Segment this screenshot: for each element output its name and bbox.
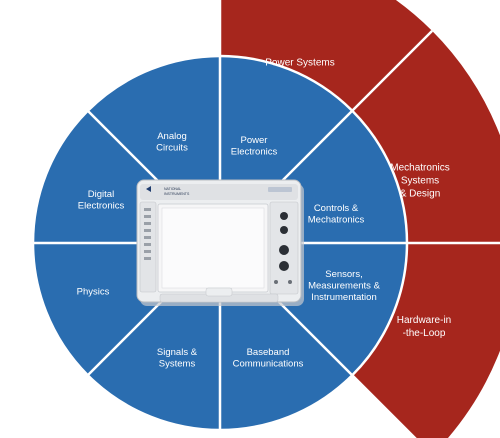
label-sensors-line: Measurements & (308, 281, 380, 292)
outer-segment-mechatronics-systems (350, 30, 500, 243)
label-signals-systems: Signals &Systems (157, 347, 198, 370)
label-hardware-in-the-loop-line: -the-Loop (403, 328, 446, 339)
ni-elvis-device-icon: NATIONAL INSTRUMENTS (136, 179, 304, 306)
label-analog-circuits-line: Analog (157, 131, 187, 142)
label-baseband-line: Baseband (247, 347, 290, 358)
label-hardware-in-the-loop-line: Hardware-in (397, 315, 451, 326)
label-sensors: Sensors,Measurements &Instrumentation (308, 269, 380, 303)
label-power-systems: Power Systems (265, 58, 334, 69)
label-power-systems-line: Power Systems (265, 58, 334, 69)
label-controls-mechatronics-line: Mechatronics (308, 214, 365, 225)
label-physics-line: Physics (77, 287, 110, 298)
label-controls-mechatronics: Controls &Mechatronics (308, 203, 365, 226)
label-controls-mechatronics-line: Controls & (314, 203, 359, 214)
label-digital-electronics-line: Electronics (78, 200, 125, 211)
label-hardware-in-the-loop: Hardware-in -the-Loop (397, 315, 451, 339)
logo-line-2: INSTRUMENTS (164, 192, 190, 196)
label-sensors-line: Instrumentation (311, 292, 376, 303)
logo-line-1: NATIONAL (164, 187, 181, 191)
label-mechatronics-systems-line: & Design (400, 189, 441, 200)
label-digital-electronics-line: Digital (88, 189, 114, 200)
label-analog-circuits-line: Circuits (156, 142, 188, 153)
label-mechatronics-systems-line: Systems (401, 176, 439, 187)
outer-segment-hardware-in-the-loop (350, 243, 500, 438)
inner-ring-border (31, 54, 409, 432)
label-sensors-line: Sensors, (325, 269, 363, 280)
outer-ring (220, 0, 500, 438)
label-power-electronics-line: Electronics (231, 146, 278, 157)
ni-logo: NATIONAL INSTRUMENTS (146, 186, 190, 196)
label-power-electronics-line: Power (241, 135, 268, 146)
outer-segment-power-systems (220, 0, 433, 113)
label-mechatronics-systems-line: Mechatronics (390, 163, 449, 174)
label-signals-systems-line: Signals & (157, 347, 198, 358)
label-signals-systems-line: Systems (159, 358, 196, 369)
label-baseband-line: Communications (233, 358, 304, 369)
label-physics: Physics (77, 287, 110, 298)
